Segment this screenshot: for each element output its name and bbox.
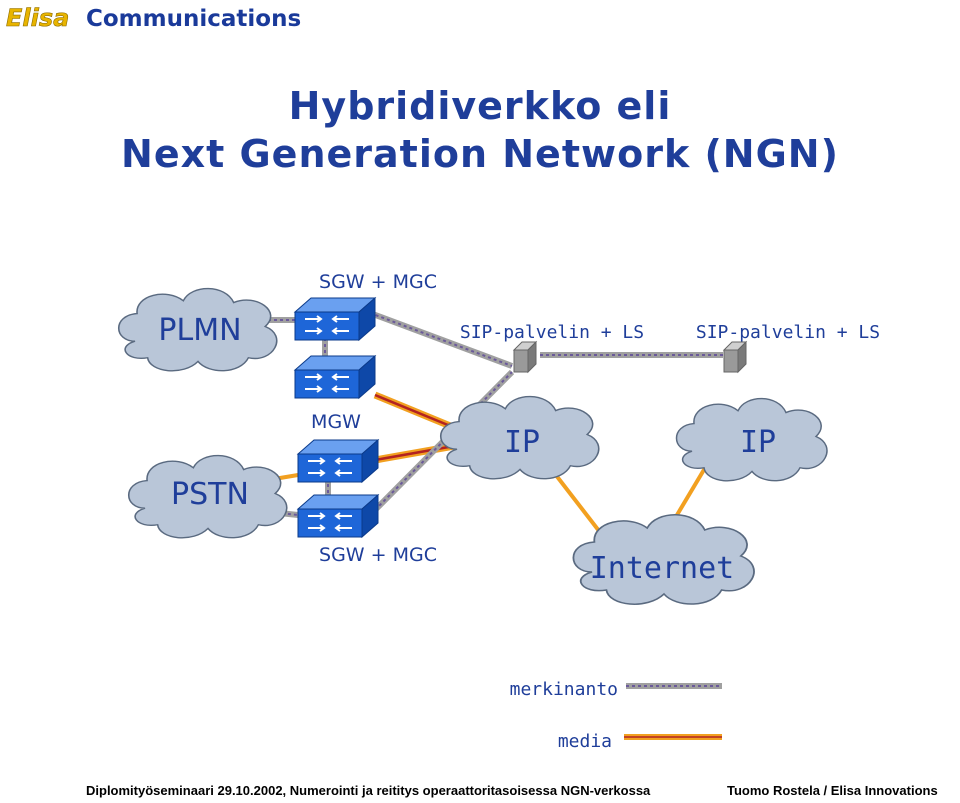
legend-signaling: merkinanto [510,679,722,700]
title-line-2: Next Generation Network (NGN) [121,132,839,176]
cloud-pstn: PSTN [127,454,288,539]
elisa-communications-logo: Elisa Communications [6,4,301,32]
sip-server-right-icon [723,341,747,373]
sgw-mgc-top-label: SGW + MGC [319,271,437,293]
page-title: Hybridiverkko eli Next Generation Networ… [0,82,960,178]
footer-author: Tuomo Rostela / Elisa Innovations [727,783,938,798]
legend-signaling-label: merkinanto [510,679,618,700]
sgw-mgc-top-switch-2 [294,355,376,399]
sip-right-label: SIP-palvelin + LS [696,322,880,343]
legend-media-label: media [558,731,612,752]
media-links [267,391,707,542]
mgw-switch [297,439,379,483]
media-link [373,391,462,434]
ip-right-label: IP [740,425,776,460]
ip-left-label: IP [504,425,540,460]
cloud-ip-right: IP [675,397,828,482]
sgw-mgc-top-switch-1 [294,297,376,341]
legend: merkinanto media [510,679,722,752]
sgw-mgc-bottom-switch [297,494,379,538]
media-link [374,441,461,464]
legend-media: media [558,731,722,752]
ngn-network-diagram: PLMN PSTN IP IP Internet SGW + MGC MGW S… [117,271,880,752]
cloud-plmn: PLMN [117,287,278,372]
signaling-link [368,310,514,369]
sip-left-label: SIP-palvelin + LS [460,322,644,343]
media-link [550,468,608,542]
internet-label: Internet [590,551,735,586]
footer-seminar-info: Diplomityöseminaari 29.10.2002, Numeroin… [86,783,651,798]
cloud-ip-left: IP [439,395,600,480]
sgw-mgc-bottom-label: SGW + MGC [319,544,437,566]
title-line-1: Hybridiverkko eli [288,84,672,128]
mgw-label: MGW [311,411,361,433]
plmn-label: PLMN [158,313,241,348]
sip-server-left-icon [513,341,537,373]
logo-communications: Communications [86,6,301,32]
cloud-internet: Internet [572,513,755,606]
media-link [672,466,707,522]
logo-elisa: Elisa [6,4,69,32]
pstn-label: PSTN [171,477,249,512]
